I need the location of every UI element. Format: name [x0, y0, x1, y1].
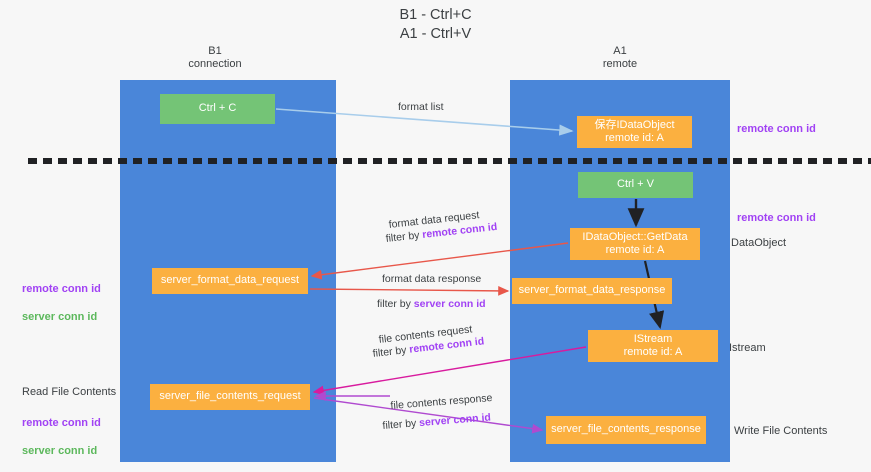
filter-prefix: filter by — [372, 343, 411, 360]
label-remote-conn-id-top: remote conn id — [737, 123, 816, 135]
label-left-conn-ids-1: remote conn id server conn id — [22, 268, 101, 338]
column-header-b1: B1 connection — [188, 45, 242, 70]
edge-label-file-contents-response: file contents response — [390, 391, 493, 412]
label-left-remote-conn-id-1: remote conn id — [22, 283, 101, 295]
node-server-format-data-request[interactable]: server_format_data_request — [152, 268, 308, 294]
node-ctrl-c[interactable]: Ctrl + C — [160, 94, 275, 124]
label-left-remote-conn-id-2: remote conn id — [22, 417, 101, 429]
edge-label-format-data-response: format data response — [382, 273, 482, 285]
edge-label-file-contents-response-filter: filter by server conn id — [382, 410, 491, 432]
edge-label-format-list: format list — [398, 101, 444, 113]
column-header-a1: A1 remote — [602, 45, 638, 70]
filter-prefix: filter by — [385, 229, 423, 245]
filter-prefix: filter by — [377, 298, 414, 310]
label-remote-conn-id-mid: remote conn id — [737, 212, 816, 224]
edge-label-format-data-response-filter: filter by server conn id — [377, 297, 486, 311]
node-server-format-data-response[interactable]: server_format_data_response — [512, 278, 672, 304]
label-left-conn-ids-2: remote conn id server conn id — [22, 402, 101, 472]
label-write-file-contents: Write File Contents — [734, 425, 828, 437]
node-server-file-contents-request[interactable]: server_file_contents_request — [150, 384, 310, 410]
label-left-server-conn-id-1: server conn id — [22, 311, 98, 323]
filter-prefix: filter by — [382, 417, 420, 432]
node-idataobject[interactable]: 保存IDataObject remote id: A — [577, 116, 692, 148]
filter-key: server conn id — [418, 411, 492, 430]
node-istream[interactable]: IStream remote id: A — [588, 330, 718, 362]
label-istream: Istream — [729, 342, 766, 354]
arrow-format-data-response — [309, 286, 510, 296]
label-left-server-conn-id-2: server conn id — [22, 445, 98, 457]
label-read-file-contents: Read File Contents — [22, 386, 117, 398]
filter-key: server conn id — [413, 298, 486, 310]
page-title: B1 - Ctrl+C A1 - Ctrl+V — [399, 7, 472, 42]
node-idataobject-getdata[interactable]: IDataObject::GetData remote id: A — [570, 228, 700, 260]
node-server-file-contents-response[interactable]: server_file_contents_response — [546, 416, 706, 444]
phase-divider — [28, 158, 871, 164]
label-dataobject: DataObject — [731, 237, 787, 249]
node-ctrl-v[interactable]: Ctrl + V — [578, 172, 693, 198]
